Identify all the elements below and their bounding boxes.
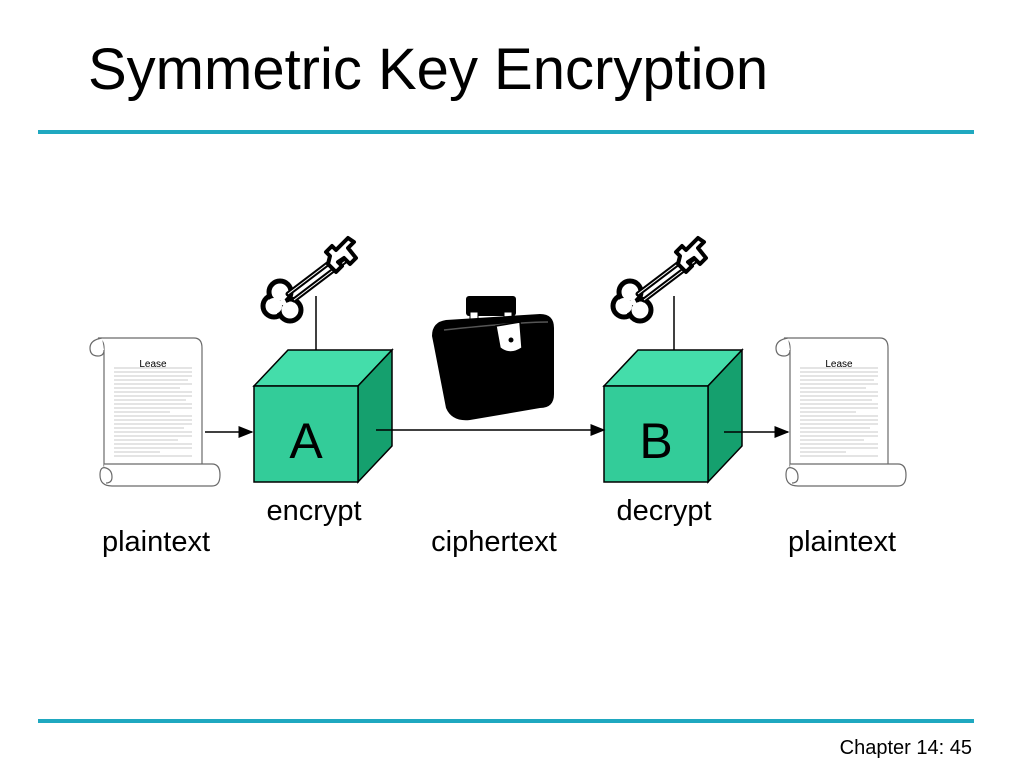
- encrypt-label: encrypt: [266, 495, 361, 527]
- plaintext-left-label: plaintext: [102, 526, 210, 558]
- encrypt-key-icon: [263, 238, 356, 321]
- box-a-letter: A: [289, 413, 323, 469]
- ciphertext-label: ciphertext: [431, 526, 557, 558]
- title-divider: [38, 130, 974, 134]
- slide-footer: Chapter 14: 45: [839, 737, 972, 759]
- scroll-right-heading: Lease: [825, 359, 853, 370]
- plaintext-right-scroll-icon: Lease: [775, 337, 907, 487]
- plaintext-left-scroll-icon: Lease: [89, 337, 221, 487]
- locked-briefcase-icon: [432, 296, 554, 421]
- footer-divider: [38, 719, 974, 723]
- plaintext-right-label: plaintext: [788, 526, 896, 558]
- decrypt-box-b: B: [603, 349, 743, 483]
- scroll-left-heading: Lease: [139, 359, 167, 370]
- decrypt-key-icon: [613, 238, 706, 321]
- box-b-letter: B: [639, 413, 672, 469]
- decrypt-label: decrypt: [616, 495, 711, 527]
- slide-title: Symmetric Key Encryption: [88, 37, 769, 102]
- encrypt-box-a: A: [253, 349, 393, 483]
